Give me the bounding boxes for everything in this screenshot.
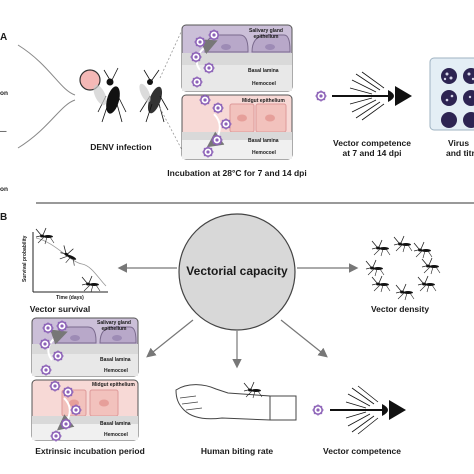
- vector-survival-label: Vector survival: [29, 304, 91, 314]
- arrow-to-competence: [280, 319, 328, 358]
- mosquito-incubated-icon: [139, 69, 169, 123]
- basal-lamina-label-bottom-2: Basal lamina: [100, 421, 131, 427]
- infection-curve-top: [17, 44, 76, 96]
- vector-competence-label-bottom: Vector competence: [323, 446, 401, 456]
- survival-xlabel: Time (days): [56, 295, 84, 301]
- left-fragment-2: —: [0, 128, 7, 135]
- salivary-gland-panel-top: [181, 24, 293, 92]
- survival-ylabel: Survival probability: [22, 235, 28, 282]
- basal-lamina-label-top-2: Basal lamina: [248, 138, 279, 144]
- proboscis-icon-top: [314, 71, 412, 121]
- vectorial-capacity-label: Vectorial capacity: [186, 264, 288, 278]
- salivary-gland-label-top: Salivary gland epithelium: [249, 28, 283, 40]
- left-fragment-1: on: [0, 90, 8, 97]
- left-fragment-3: on: [0, 186, 8, 193]
- vector-density-label: Vector density: [370, 304, 430, 314]
- survival-plot-icon: [32, 227, 108, 293]
- midgut-panel-bottom: [31, 379, 139, 441]
- human-arm-icon: [175, 381, 297, 421]
- salivary-gland-label-bottom: Salivary gland epithelium: [97, 320, 131, 332]
- vectorial-capacity-circle: [178, 213, 296, 331]
- extrinsic-incubation-label: Extrinsic incubation period: [35, 446, 145, 456]
- proboscis-icon-bottom: [311, 385, 406, 435]
- hemocoel-label-top-1: Hemocoel: [252, 81, 276, 87]
- hemocoel-label-bottom-1: Hemocoel: [104, 368, 128, 374]
- mosquito-swarm-icon: [365, 235, 441, 301]
- hemocoel-label-bottom-2: Hemocoel: [104, 432, 128, 438]
- culture-plate-icon: [429, 57, 474, 131]
- basal-lamina-label-bottom-1: Basal lamina: [100, 357, 131, 363]
- midgut-panel-top: [181, 94, 293, 160]
- basal-lamina-label-top-1: Basal lamina: [248, 68, 279, 74]
- virus-label-line1: Virus: [448, 138, 470, 148]
- denv-infection-label: DENV infection: [90, 142, 152, 152]
- blood-feeder-icon: [79, 69, 101, 91]
- midgut-label-bottom: Midgut epithelium: [92, 382, 135, 388]
- human-biting-rate-label: Human biting rate: [200, 446, 274, 456]
- vector-competence-label-top: Vector competence at 7 and 14 dpi: [333, 138, 411, 158]
- salivary-gland-panel-bottom: [31, 317, 139, 377]
- infection-curve-bottom: [17, 99, 76, 149]
- midgut-label-top: Midgut epithelium: [242, 98, 285, 104]
- panel-label-a: A: [0, 32, 8, 43]
- arrow-to-extrinsic: [146, 319, 194, 358]
- hemocoel-label-top-2: Hemocoel: [252, 150, 276, 156]
- panel-label-b: B: [0, 212, 8, 223]
- incubation-label: Incubation at 28°C for 7 and 14 dpi: [167, 168, 307, 178]
- mosquito-engorged-icon: [93, 67, 127, 123]
- virus-label-line2: and titra: [446, 148, 474, 158]
